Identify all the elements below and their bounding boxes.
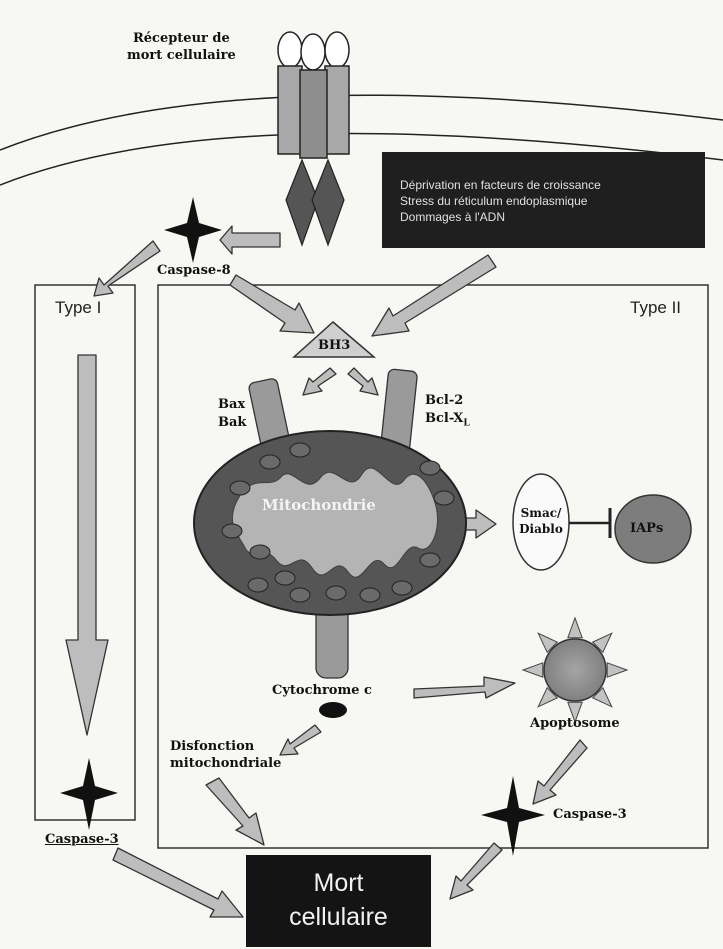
apoptosome-ray <box>523 663 543 677</box>
apoptosome-ray <box>568 618 582 638</box>
stress-line-1: Déprivation en facteurs de croissance <box>400 177 601 193</box>
bak-label: Bak <box>218 414 246 432</box>
stress-line-3: Dommages à l'ADN <box>400 209 601 225</box>
bcl-label: Bcl-2 Bcl-XL <box>425 392 470 433</box>
caspase-3-right-label: Caspase-3 <box>553 807 627 822</box>
cytochrome-c-molecule <box>319 702 347 718</box>
smac-diablo-label: Smac/ Diablo <box>514 505 568 537</box>
arrow-type1-down <box>66 355 108 735</box>
bcl2-label: Bcl-2 <box>425 392 470 410</box>
death-receptor <box>278 32 349 245</box>
receptor-label-line2: mort cellulaire <box>127 47 236 64</box>
bclx-subscript: L <box>463 419 469 429</box>
bax-label: Bax <box>218 396 246 414</box>
type-i-label: Type I <box>55 298 101 318</box>
mitochondria-label: Mitochondrie <box>262 496 376 514</box>
dysfunction-line1: Disfonction <box>170 738 281 755</box>
bax-bak-label: Bax Bak <box>218 396 246 432</box>
arrow-caspase8-type1 <box>94 241 160 296</box>
receptor-label: Récepteur de mort cellulaire <box>127 30 236 64</box>
apoptosome-ray <box>607 663 627 677</box>
dysfunction-line2: mitochondriale <box>170 755 281 772</box>
apoptosome-icon <box>523 618 627 722</box>
stress-line-2: Stress du réticulum endoplasmique <box>400 193 601 209</box>
cell-death-line2: cellulaire <box>246 900 431 934</box>
stress-text: Déprivation en facteurs de croissance St… <box>400 177 601 225</box>
caspase-3-left-star-icon <box>60 758 118 830</box>
bclx-text: Bcl-X <box>425 411 463 426</box>
cell-death-line1: Mort <box>246 866 431 900</box>
bclxl-label: Bcl-XL <box>425 410 470 433</box>
arrow-cyto-apoptosome <box>414 677 515 698</box>
iaps-label: IAPs <box>630 521 663 536</box>
cytochrome-label: Cytochrome c <box>272 683 372 698</box>
arrow-receptor-caspase8 <box>220 226 280 254</box>
receptor-label-line1: Récepteur de <box>127 30 236 47</box>
dysfunction-label: Disfonction mitochondriale <box>170 738 281 772</box>
smac-label: Smac/ <box>514 505 568 521</box>
apoptosome-label: Apoptosome <box>530 716 620 731</box>
diablo-label: Diablo <box>514 521 568 537</box>
arrow-caspase3-death <box>450 843 502 899</box>
caspase-8-label: Caspase-8 <box>157 263 231 278</box>
cell-death-label: Mort cellulaire <box>246 866 431 934</box>
arrow-caspase3left-death <box>113 848 243 917</box>
arrow-stress-bh3 <box>372 255 496 336</box>
arrow-bh3-bcl <box>348 368 378 395</box>
caspase-8-star-icon <box>164 197 222 263</box>
arrow-caspase8-bh3 <box>230 275 314 333</box>
arrow-apoptosome-caspase3 <box>533 740 587 804</box>
bh3-label: BH3 <box>318 338 350 353</box>
type-ii-label: Type II <box>630 298 681 318</box>
membrane-outer <box>0 95 723 150</box>
arrow-dysfunction-death <box>206 778 264 845</box>
caspase-3-left-label: Caspase-3 <box>45 832 119 847</box>
caspase-3-right-star-icon <box>481 776 545 856</box>
arrow-bh3-bax <box>303 368 336 395</box>
arrow-cyto-dysfunction <box>280 725 321 755</box>
